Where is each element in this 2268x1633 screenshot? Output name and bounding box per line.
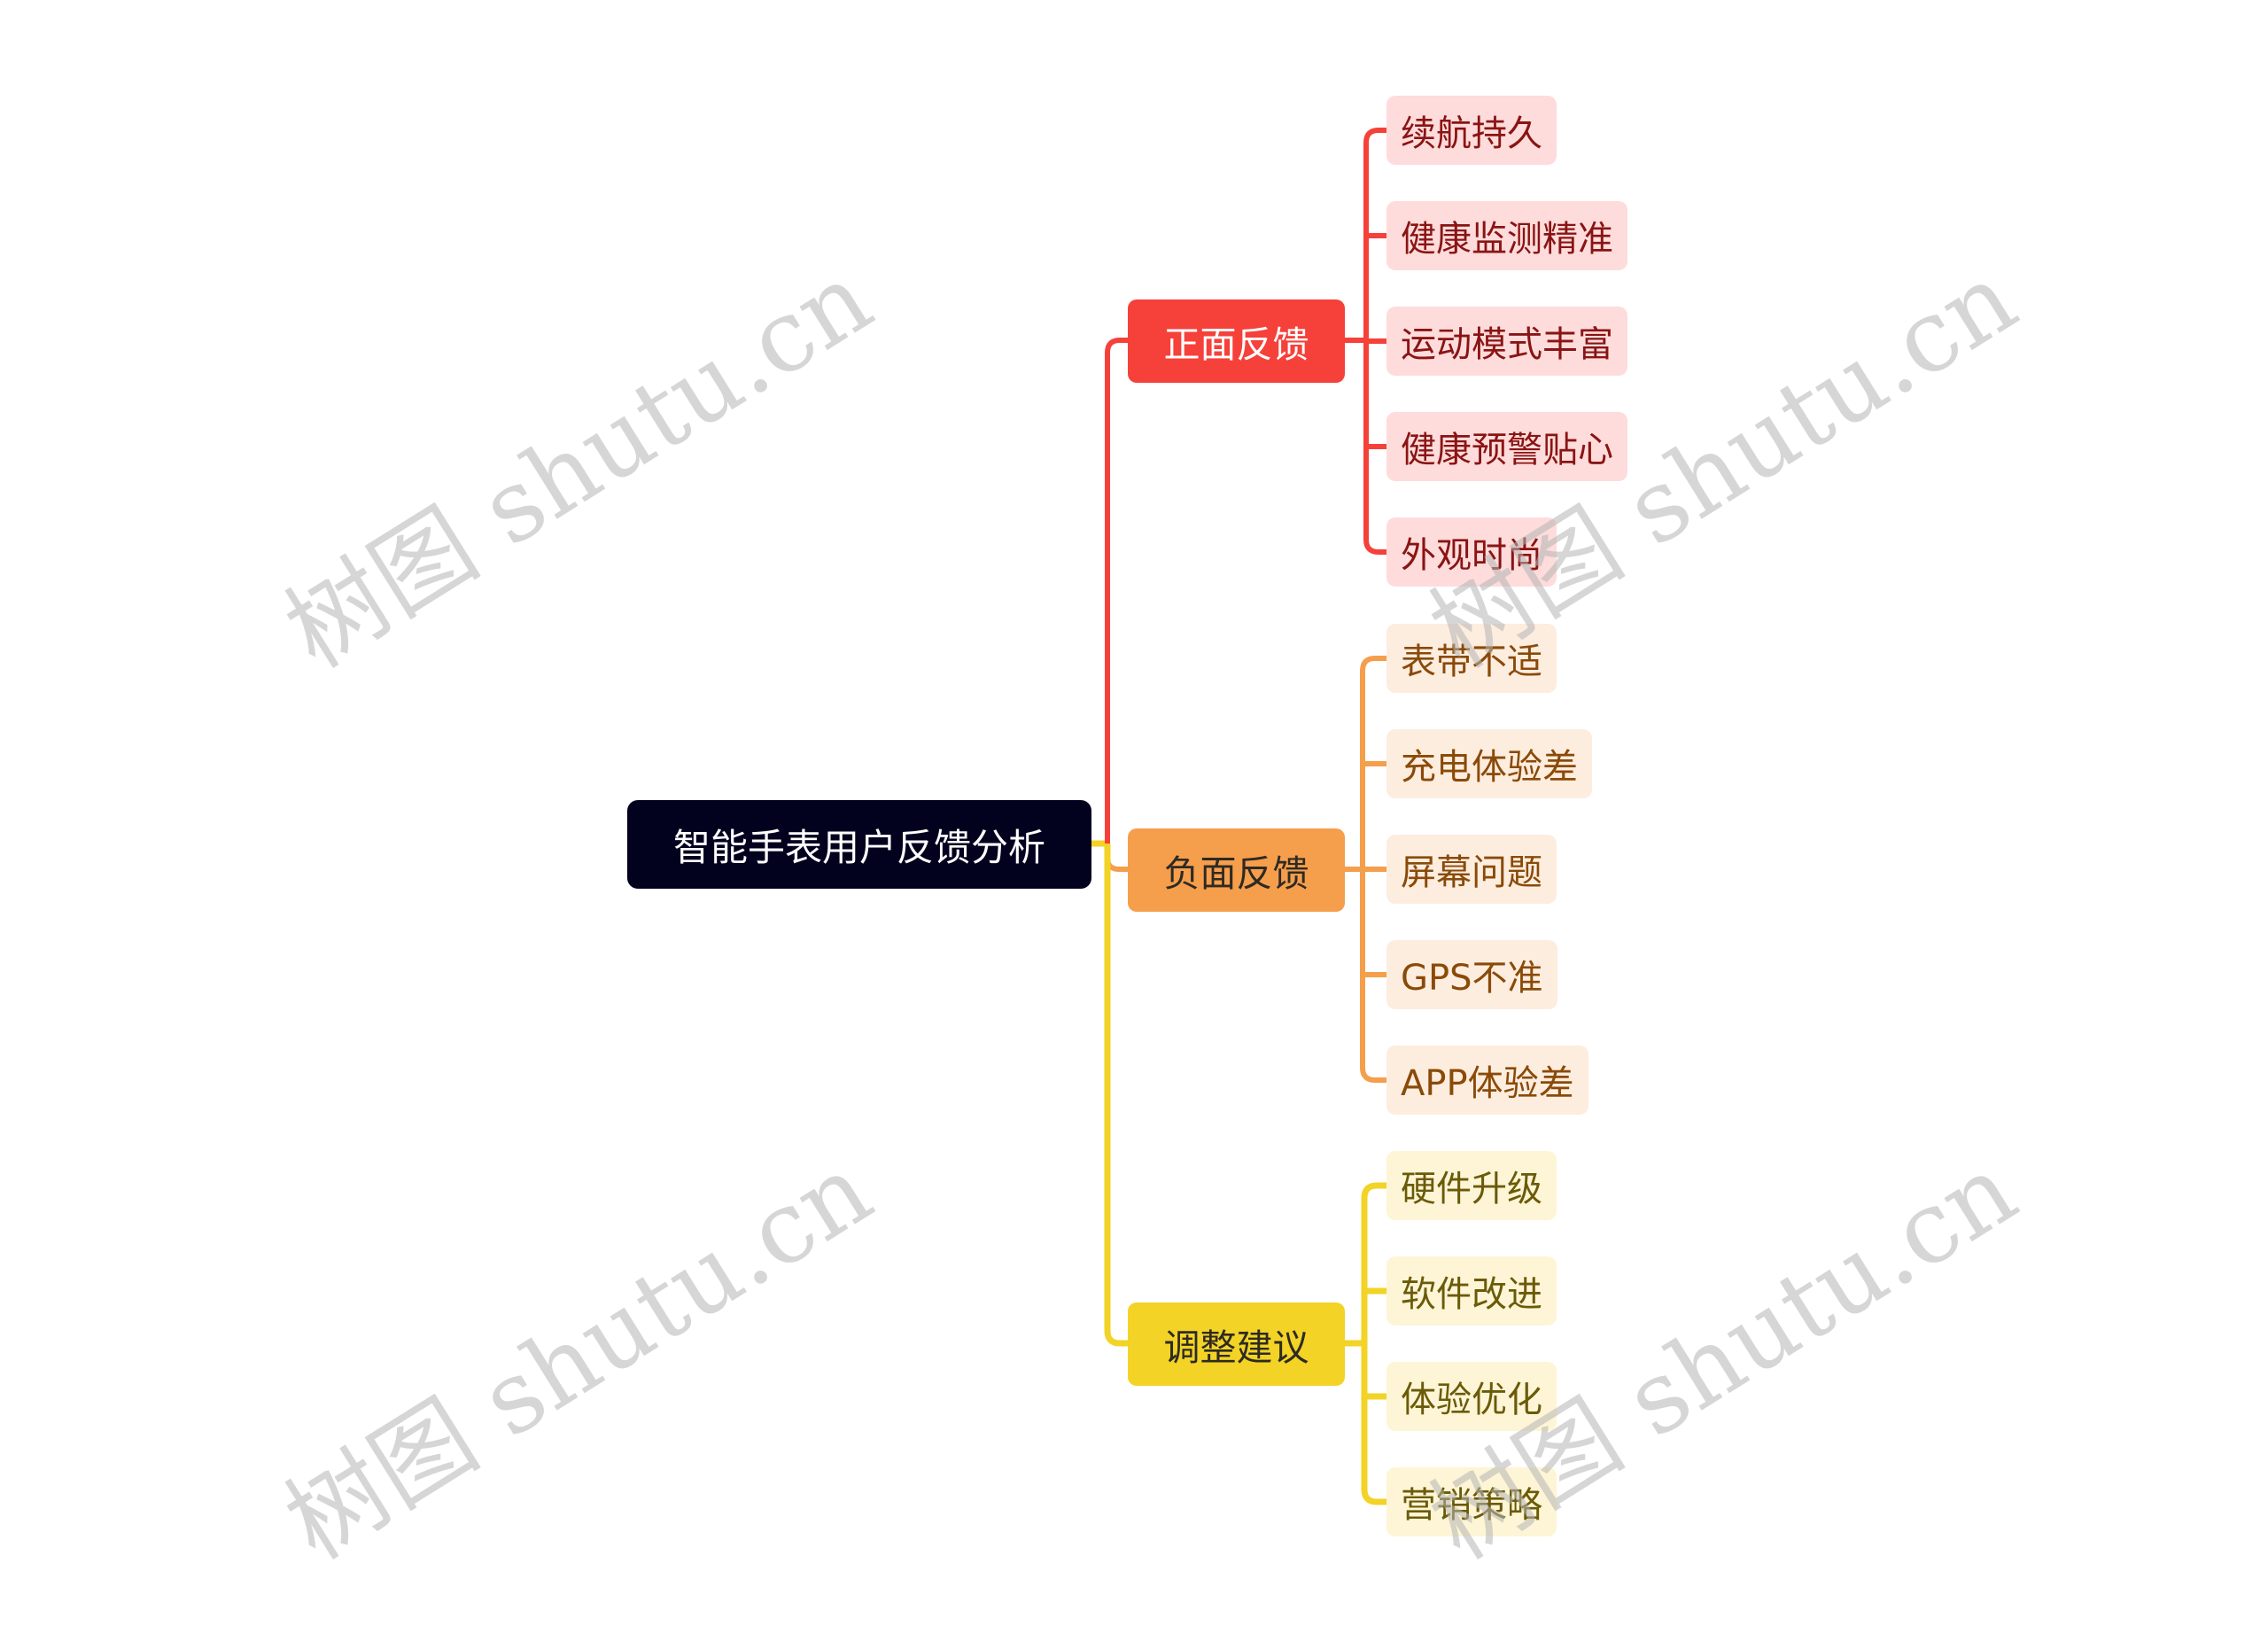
- leaf-topic[interactable]: APP体验差: [1386, 1046, 1588, 1115]
- leaf-topic[interactable]: 硬件升级: [1386, 1151, 1557, 1220]
- leaf-topic[interactable]: 续航持久: [1386, 96, 1557, 165]
- branch-adjustment-suggestions[interactable]: 调整建议: [1128, 1303, 1345, 1386]
- leaf-label: 表带不适: [1401, 642, 1542, 682]
- branch-negative-feedback[interactable]: 负面反馈: [1128, 828, 1345, 912]
- leaf-label: 体验优化: [1401, 1380, 1542, 1420]
- root-topic-label: 智能手表用户反馈分析: [672, 825, 1045, 869]
- leaf-topic[interactable]: 表带不适: [1386, 624, 1557, 693]
- leaf-label: 续航持久: [1401, 113, 1542, 154]
- branch-positive-feedback[interactable]: 正面反馈: [1128, 299, 1345, 383]
- root-topic[interactable]: 智能手表用户反馈分析: [627, 800, 1091, 889]
- leaf-label: 硬件升级: [1401, 1169, 1542, 1209]
- leaf-topic[interactable]: 健康监测精准: [1386, 201, 1627, 270]
- leaf-topic[interactable]: 体验优化: [1386, 1362, 1557, 1431]
- leaf-label: GPS不准: [1401, 958, 1543, 999]
- leaf-label: 运动模式丰富: [1401, 324, 1613, 365]
- leaf-label: 健康预警贴心: [1401, 430, 1613, 470]
- leaf-label: 充电体验差: [1401, 747, 1578, 788]
- branch-label: 负面反馈: [1163, 852, 1309, 895]
- leaf-label: 屏幕问题: [1401, 852, 1542, 893]
- leaf-label: 软件改进: [1401, 1274, 1542, 1315]
- branch-label: 正面反馈: [1163, 323, 1309, 366]
- leaf-topic[interactable]: 充电体验差: [1386, 729, 1592, 798]
- leaf-topic[interactable]: 运动模式丰富: [1386, 307, 1627, 376]
- leaf-topic[interactable]: 外观时尚: [1386, 517, 1557, 587]
- leaf-label: APP体验差: [1401, 1063, 1574, 1104]
- leaf-label: 健康监测精准: [1401, 219, 1613, 260]
- leaf-topic[interactable]: 营销策略: [1386, 1467, 1557, 1536]
- leaf-topic[interactable]: 屏幕问题: [1386, 835, 1557, 904]
- leaf-label: 外观时尚: [1401, 535, 1542, 576]
- branch-label: 调整建议: [1163, 1326, 1309, 1369]
- leaf-topic[interactable]: 软件改进: [1386, 1256, 1557, 1326]
- leaf-topic[interactable]: GPS不准: [1386, 940, 1557, 1009]
- leaf-topic[interactable]: 健康预警贴心: [1386, 412, 1627, 481]
- leaf-label: 营销策略: [1401, 1485, 1542, 1526]
